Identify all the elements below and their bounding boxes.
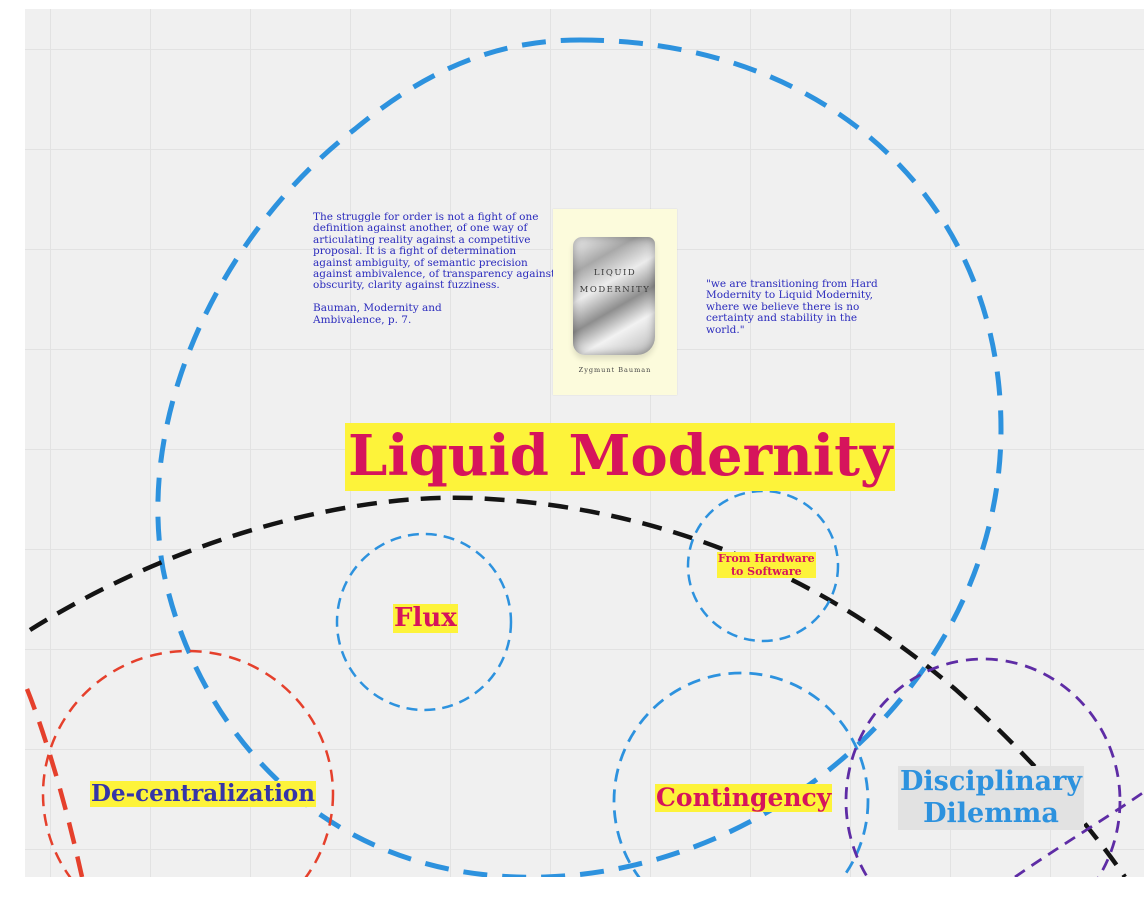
flux-frame-circle[interactable] [335,532,513,712]
frame-paths [25,37,1144,877]
ice-block-illustration [573,237,655,355]
orange-dashed-arc [25,688,85,877]
main-title[interactable]: Liquid Modernity [345,423,896,491]
book-title-line1: LIQUID [593,268,637,278]
book-title-line2: MODERNITY [579,285,651,295]
book-author: Zygmunt Bauman [578,366,652,374]
black-dashed-path [28,495,1127,877]
disciplinary-frame-circle[interactable] [844,657,1122,877]
contingency-frame-circle[interactable] [612,671,870,877]
bauman-quote-ambivalence[interactable]: The struggle for order is not a fight of… [313,211,556,326]
topic-contingency[interactable]: Contingency [655,783,833,813]
topic-flux[interactable]: Flux [393,603,458,634]
hardware-frame-circle[interactable] [686,489,840,643]
liquid-modernity-quote[interactable]: "we are transitioning from Hard Modernit… [706,278,878,336]
topic-hardware-to-software[interactable]: From Hardware to Software [717,552,816,578]
decentralization-frame-circle[interactable] [41,649,335,877]
book-cover-image[interactable]: LIQUID MODERNITY Zygmunt Bauman [553,209,677,395]
topic-disciplinary-dilemma[interactable]: Disciplinary Dilemma [898,766,1084,830]
main-frame-circle[interactable] [155,37,1004,877]
prezi-canvas[interactable]: The struggle for order is not a fight of… [25,9,1144,877]
topic-decentralization[interactable]: De-centralization [90,780,316,808]
